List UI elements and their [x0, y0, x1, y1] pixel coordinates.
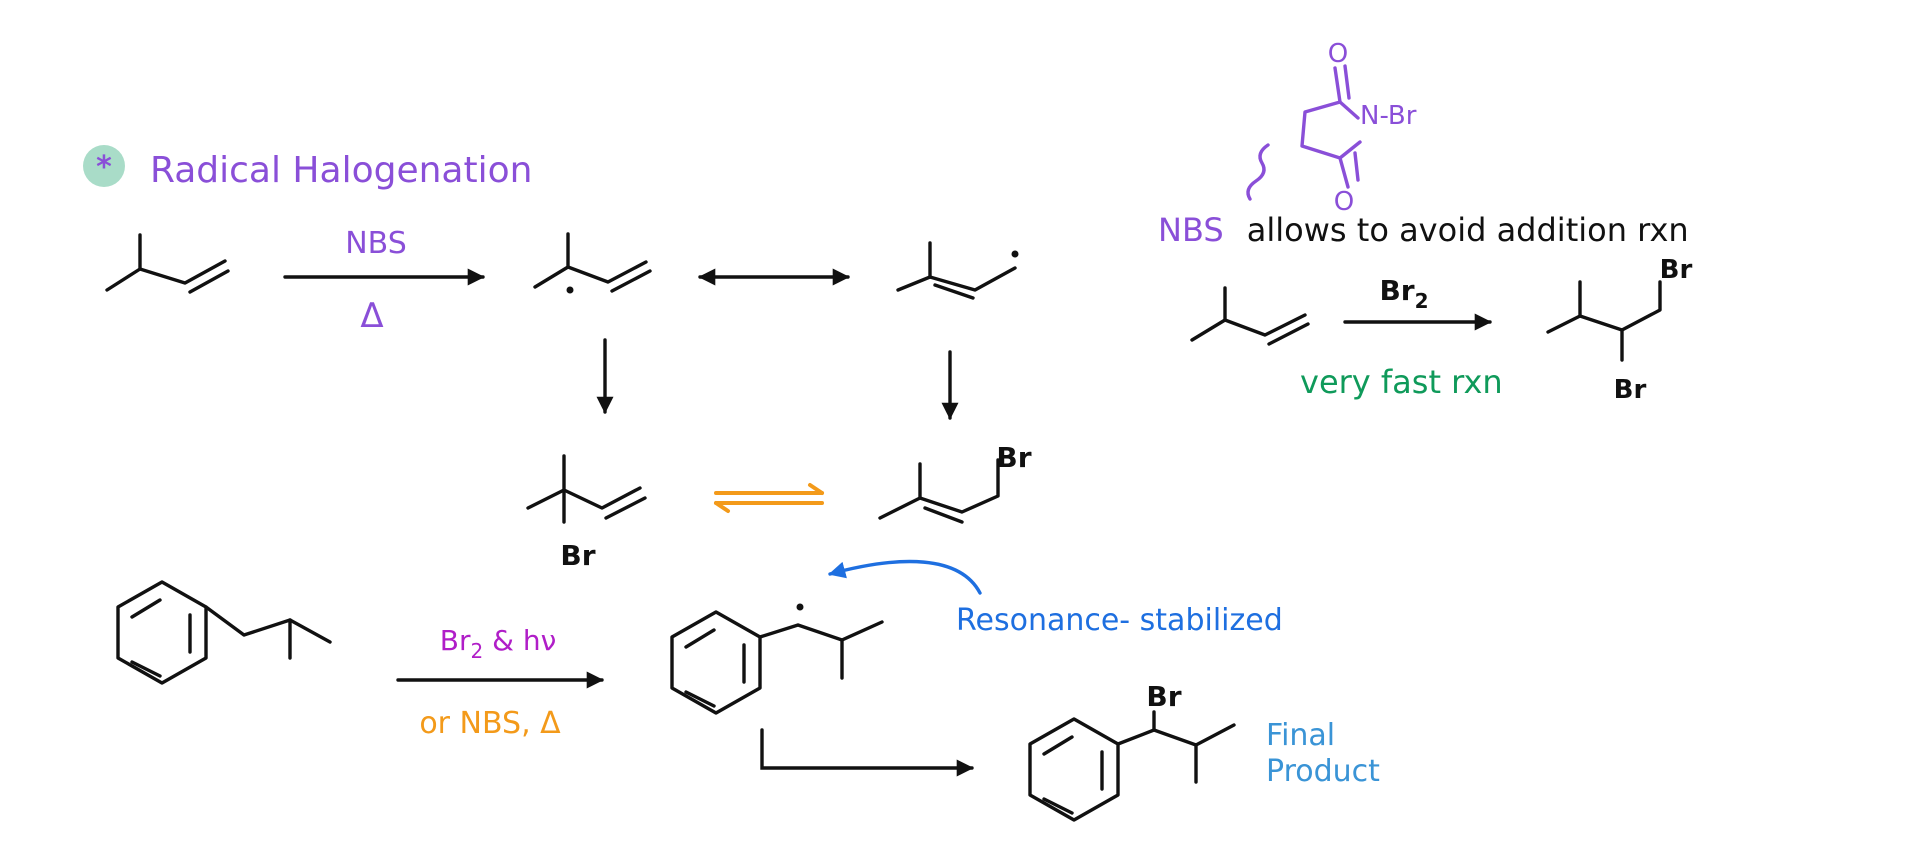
dibromide-br-bottom: Br [1614, 375, 1647, 405]
resonance-stabilized-label: Resonance- stabilized [956, 603, 1283, 638]
to-final-product-arrow [760, 728, 974, 777]
radical-dot [1011, 250, 1019, 258]
nbs-note-reagent: NBS [1158, 211, 1224, 249]
final-product-label: Final Product [1266, 718, 1380, 789]
bullet-asterisk-icon: * [96, 150, 112, 185]
tertiary-br-label: Br [560, 539, 595, 572]
final-product-structure [1028, 710, 1236, 822]
start-alkene [105, 233, 230, 294]
bullet-icon [83, 145, 125, 187]
dibromide-product [1546, 280, 1662, 362]
radical-dot [566, 286, 574, 294]
nbs-nitrogen-br: N-Br [1360, 101, 1417, 131]
radical-dot [796, 603, 804, 611]
nbs-oxygen-top: O [1328, 39, 1348, 69]
dibromide-br-top: Br [1660, 255, 1693, 285]
nbs-oxygen-bottom: O [1334, 187, 1354, 217]
nbs-alternative-label: or NBS, Δ [419, 706, 561, 741]
heat-condition-label: Δ [360, 296, 383, 336]
primary-br-label: Br [996, 441, 1031, 474]
wavy-bond-icon [1246, 143, 1270, 201]
allylic-radical-1 [533, 232, 652, 294]
tertiary-bromide [526, 454, 647, 524]
br2-reagent-label: Br2 [1379, 274, 1428, 313]
nbs-reagent-label: NBS [345, 226, 407, 261]
allylic-radical-2 [896, 241, 1019, 300]
nbs-note-text: allows to avoid addition rxn [1247, 211, 1689, 249]
page-title: Radical Halogenation [150, 150, 532, 191]
addition-start-alkene [1190, 286, 1310, 346]
final-product-br-label: Br [1146, 680, 1181, 713]
resonance-pointer-arrow [828, 559, 982, 595]
equilibrium-arrows [714, 483, 824, 513]
title-group: * Radical Halogenation [83, 145, 532, 191]
primary-bromide [878, 458, 1000, 524]
br2-hv-reagent-label: Br2 & hν [440, 624, 557, 663]
nbs-note: NBS allows to avoid addition rxn [1158, 211, 1689, 249]
isobutylbenzene [116, 580, 332, 685]
very-fast-rxn-label: very fast rxn [1300, 363, 1503, 401]
nbs-structure [1246, 64, 1362, 201]
benzylic-radical [670, 603, 884, 715]
